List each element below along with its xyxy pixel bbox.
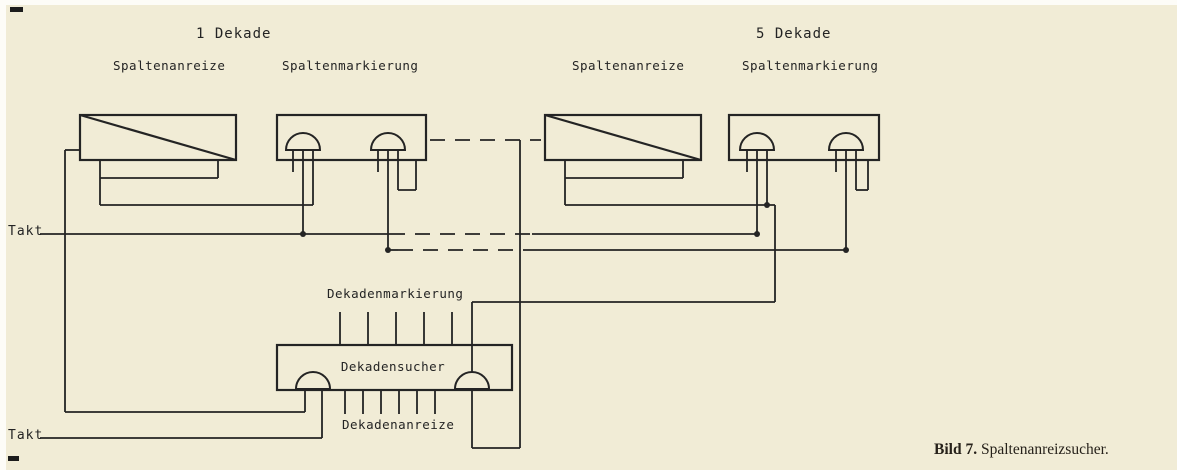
dekadenanreize-label: Dekadenanreize	[342, 417, 455, 432]
right-spaltenanreize-label: Spaltenanreize	[572, 58, 685, 73]
decade-5-label: 5 Dekade	[756, 26, 832, 42]
bus-lines	[40, 139, 846, 251]
right-spaltenanreize-diagonal	[544, 113, 702, 162]
dekadenmarkierung-label: Dekadenmarkierung	[327, 286, 464, 301]
gate-dome-sucher-right	[453, 371, 491, 390]
gate-domes	[284, 132, 865, 390]
gate-dome-right-1	[738, 132, 776, 151]
gate-dome-left-1	[284, 132, 322, 151]
dekadensucher-label: Dekadensucher	[340, 359, 446, 374]
junction-dot	[764, 202, 770, 208]
junction-dots	[300, 202, 849, 253]
blocks	[78, 113, 881, 392]
right-spaltenmarkierung-label: Spaltenmarkierung	[742, 58, 879, 73]
gate-dome-left-2	[369, 132, 407, 151]
scan-mark-top-left	[10, 7, 23, 12]
takt-top-label: Takt	[8, 224, 44, 239]
figure-caption: Bild 7. Spaltenanreizsucher.	[934, 441, 1109, 459]
junction-dot	[843, 247, 849, 253]
decade-1-label: 1 Dekade	[196, 26, 272, 42]
junction-dot	[300, 231, 306, 237]
right-spaltenmarkierung-box	[727, 113, 881, 162]
junction-dot	[754, 231, 760, 237]
scan-edge-left	[0, 0, 6, 470]
figure-title: Spaltenanreizsucher.	[977, 441, 1109, 458]
left-spaltenanreize-diagonal	[79, 113, 237, 162]
scan-mark-bottom-left	[8, 456, 19, 461]
figure-number: Bild 7.	[934, 441, 978, 458]
left-spaltenmarkierung-box	[275, 113, 428, 162]
takt-bottom-label: Takt	[8, 428, 44, 443]
left-spaltenmarkierung-label: Spaltenmarkierung	[282, 58, 419, 73]
junction-dot	[385, 247, 391, 253]
wires-right-decade	[564, 150, 869, 302]
scan-edge-top	[0, 0, 1177, 5]
wires-left-decade	[99, 150, 417, 250]
left-spaltenanreize-box	[78, 113, 238, 162]
dekadensucher-box	[275, 343, 514, 392]
gate-dome-sucher-left	[294, 371, 332, 390]
gate-dome-right-2	[827, 132, 865, 151]
left-spaltenanreize-label: Spaltenanreize	[113, 58, 226, 73]
right-spaltenanreize-box	[543, 113, 703, 162]
wires-dekadensucher	[40, 140, 775, 449]
